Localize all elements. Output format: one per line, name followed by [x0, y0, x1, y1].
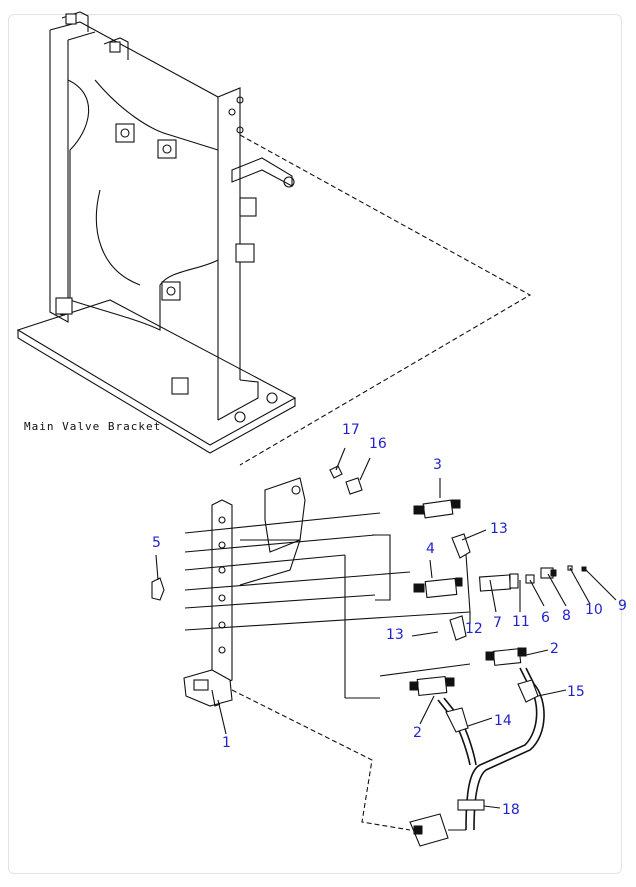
callout-8: 8	[562, 608, 571, 624]
callout-11: 11	[512, 614, 530, 630]
callout-17: 17	[342, 422, 360, 438]
callout-18: 18	[502, 802, 520, 818]
callout-12: 12	[465, 621, 483, 637]
callout-10: 10	[585, 602, 603, 618]
callout-2-lower: 2	[413, 725, 422, 741]
callout-9: 9	[618, 598, 627, 614]
callout-6: 6	[541, 610, 550, 626]
main-valve-bracket-drawing	[16, 11, 532, 466]
callout-2-upper: 2	[550, 641, 559, 657]
callout-15: 15	[567, 684, 585, 700]
lower-assembly-drawing	[151, 447, 617, 847]
callout-1: 1	[222, 735, 231, 751]
callout-3: 3	[433, 457, 442, 473]
callout-labels: 17 16 3 13 5 4 7 11 6 8 10 9 13 12 2 15 …	[152, 422, 627, 818]
frame-border	[8, 14, 622, 874]
main-valve-bracket-caption: Main Valve Bracket	[24, 420, 161, 433]
callout-13-lower: 13	[386, 627, 404, 643]
callout-7: 7	[493, 615, 502, 631]
callout-4: 4	[426, 541, 435, 557]
callout-14: 14	[494, 713, 512, 729]
callout-13-upper: 13	[490, 521, 508, 537]
callout-5: 5	[152, 535, 161, 551]
callout-16: 16	[369, 436, 387, 452]
